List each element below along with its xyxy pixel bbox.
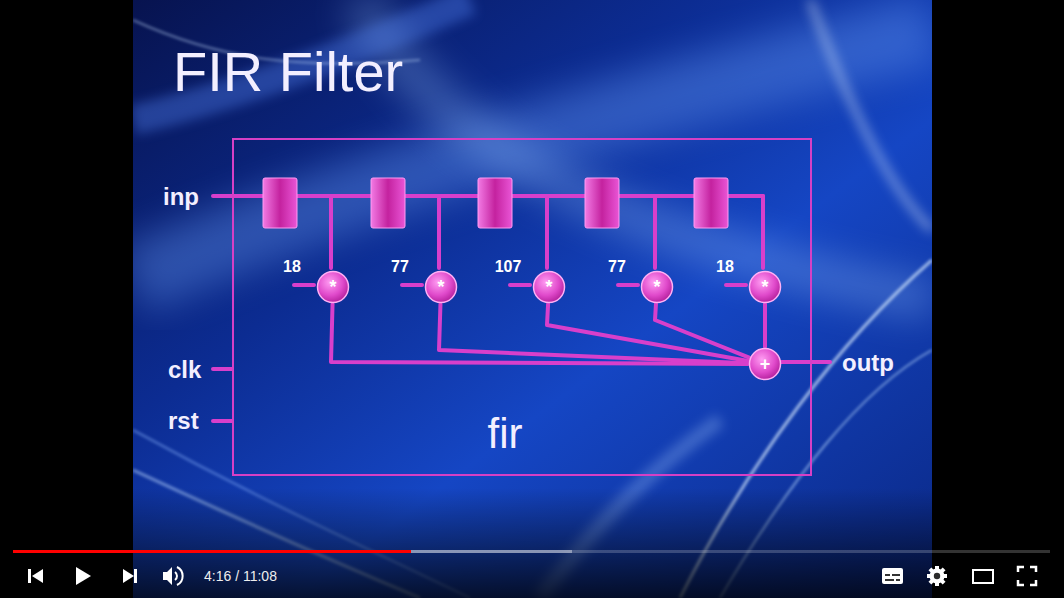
player-controls — [896, 579, 900, 581]
player-controls — [929, 568, 946, 585]
player-controls — [177, 567, 183, 585]
signal-wire — [763, 304, 767, 347]
register-symbol — [694, 178, 728, 228]
player-controls — [76, 567, 91, 585]
multiplier-circle: * — [424, 270, 458, 304]
adder-circle: + — [748, 347, 782, 381]
coefficient: 18 — [716, 258, 734, 276]
player-controls — [175, 572, 177, 580]
multiplier-circle-shape — [750, 272, 781, 303]
coefficient: 107 — [495, 258, 522, 276]
coefficient: 77 — [608, 258, 626, 276]
video-time: 4:16 / 11:08 — [204, 568, 277, 584]
multiplier-circle: * — [532, 270, 566, 304]
player-controls — [13, 550, 572, 553]
slide-ground — [360, 0, 932, 300]
multiply-sign: * — [761, 278, 768, 296]
player-controls — [934, 573, 940, 579]
fir-wiring — [618, 283, 638, 287]
multiply-sign: * — [653, 278, 660, 296]
fir-wiring — [653, 196, 657, 268]
signal-name: inp — [163, 183, 199, 211]
adder-circle-shape — [750, 349, 781, 380]
player-controls — [892, 574, 900, 576]
slide-title: FIR Filter — [173, 40, 403, 104]
player-controls — [1030, 580, 1036, 585]
signal-wire — [547, 304, 748, 361]
player-controls — [1030, 567, 1036, 572]
multiplier-circle-shape — [426, 272, 457, 303]
multiply-sign: * — [545, 278, 552, 296]
player-controls — [0, 488, 1064, 598]
register-symbol — [371, 178, 405, 228]
register-symbol — [585, 178, 619, 228]
register-symbol — [263, 178, 297, 228]
multiplier-circle-shape — [318, 272, 349, 303]
player-controls — [1018, 567, 1024, 572]
fir-wiring — [294, 283, 314, 287]
player-controls — [885, 579, 894, 581]
fir-wiring — [437, 196, 441, 268]
player-controls — [1018, 580, 1024, 585]
multiplier-circle: * — [316, 270, 350, 304]
signal-name: outp — [842, 349, 894, 377]
fir-wiring — [213, 419, 232, 423]
player-controls — [13, 550, 411, 553]
player-controls — [882, 568, 903, 584]
signal-wire — [655, 304, 749, 358]
coefficient: 18 — [283, 258, 301, 276]
fir-wiring — [213, 196, 830, 421]
fir-wiring — [761, 196, 765, 268]
player-controls — [134, 569, 137, 583]
slide-ground — [810, 0, 932, 230]
player-controls — [123, 569, 134, 583]
fir-wiring — [402, 283, 422, 287]
fir-wiring — [780, 360, 830, 364]
player-controls — [1018, 567, 1036, 585]
player-controls — [28, 569, 31, 583]
player-controls — [13, 550, 1050, 553]
player-controls — [885, 574, 890, 576]
player-controls — [930, 569, 945, 584]
player-controls — [163, 567, 172, 585]
register-symbol — [263, 178, 728, 228]
fir-wiring — [545, 196, 549, 268]
player-controls — [929, 568, 946, 585]
filter-block: fir * * * * * + — [232, 138, 812, 476]
multiplier-circle-shape — [642, 272, 673, 303]
signal-name: rst — [168, 407, 199, 435]
player-controls — [973, 570, 993, 583]
player-controls — [0, 488, 1064, 598]
fir-wiring — [329, 196, 333, 268]
multiplier-circle-shape — [534, 272, 565, 303]
multiplier-circle: * — [748, 270, 782, 304]
player-controls — [927, 566, 947, 586]
fir-wiring — [510, 283, 530, 287]
signal-name: clk — [168, 356, 201, 384]
fir-wiring — [213, 367, 232, 371]
multiply-sign: * — [329, 278, 336, 296]
adder-sign: + — [760, 355, 771, 373]
multiply-sign: * — [437, 278, 444, 296]
register-symbol — [478, 178, 512, 228]
multiplier-circle: * — [640, 270, 674, 304]
coefficient: 77 — [391, 258, 409, 276]
block-name: fir — [488, 410, 523, 458]
signal-wire — [439, 304, 748, 363]
fir-wiring — [726, 283, 746, 287]
player-controls — [32, 569, 43, 583]
slide-ground — [133, 0, 470, 120]
